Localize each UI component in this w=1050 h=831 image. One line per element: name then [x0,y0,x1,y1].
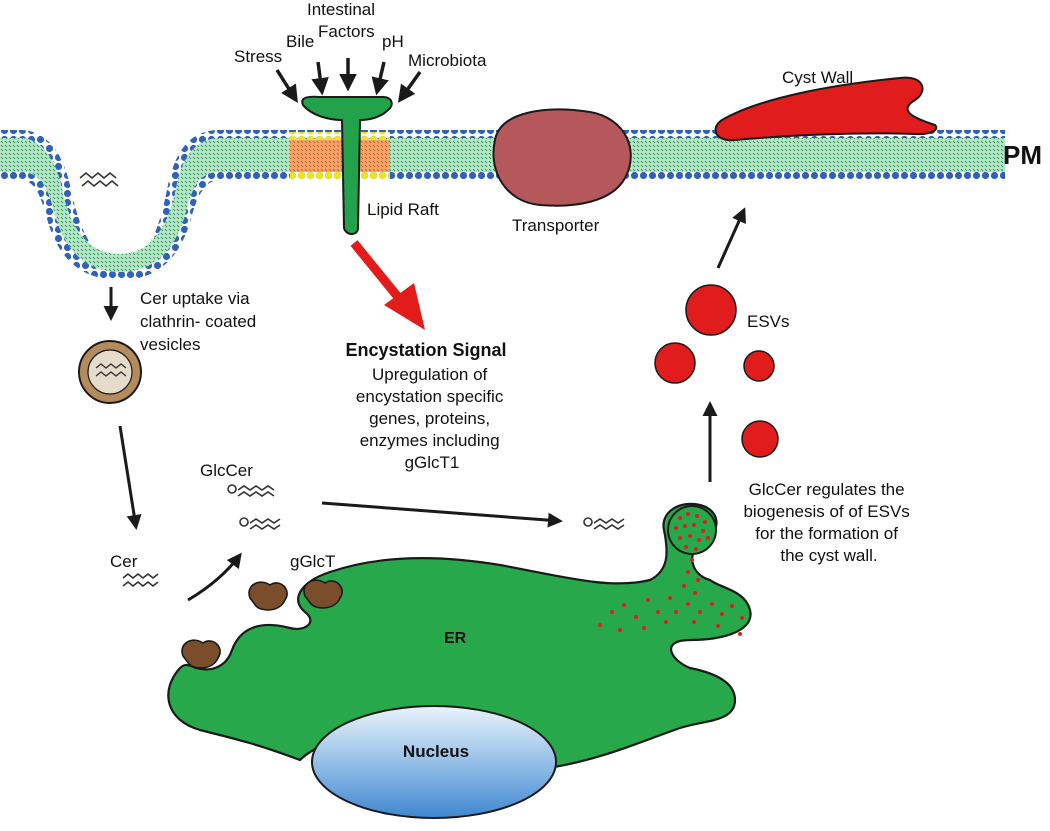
label-esvs: ESVs [747,312,790,331]
cyst-wall-shape [714,76,938,142]
label-ph: pH [382,32,404,51]
label-cyst-wall: Cyst Wall [782,68,853,87]
conversion-arrow [187,552,242,602]
receptor-protein [301,95,393,235]
gglct-enzymes [181,579,343,669]
label-lipid-raft: Lipid Raft [367,200,439,219]
label-cer-uptake: Cer uptake via clathrin- coated vesicles [140,289,261,354]
plasma-membrane [0,130,1005,280]
label-intestinal: Intestinal [307,0,375,19]
label-er: ER [444,630,467,647]
label-glccer: GlcCer [200,461,253,480]
transport-arrow [321,501,563,528]
label-factors: Factors [318,22,375,41]
er-budding-vesicle [667,505,717,595]
label-microbiota: Microbiota [408,51,487,70]
label-encystation-body: Upregulation of encystation specific gen… [356,365,508,472]
label-encystation-title: Encystation Signal [345,340,506,360]
glccer-molecules [227,484,625,530]
label-bile: Bile [286,32,314,51]
clathrin-coated-vesicle [78,340,142,404]
cyst-wall-arrow [716,207,746,269]
label-stress: Stress [234,47,282,66]
label-transporter: Transporter [512,216,600,235]
cer-molecule [122,572,159,588]
nucleus [311,705,557,819]
esv-vesicles [654,284,779,458]
stimulus-arrows [275,58,422,103]
label-cer: Cer [110,552,138,571]
transporter-protein [492,108,632,207]
cer-squiggle-membrane [79,171,119,188]
label-nucleus: Nucleus [403,742,469,761]
label-glccer-regulates: GlcCer regulates the biogenesis of of ES… [743,480,914,565]
label-pm: PM [1003,140,1042,170]
uptake-arrow-2 [118,425,142,530]
label-gglct: gGlcT [290,552,335,571]
encystation-signal-arrow [350,240,425,330]
budding-vesicle-cargo [674,512,710,595]
er-cargo-dots [598,596,744,636]
